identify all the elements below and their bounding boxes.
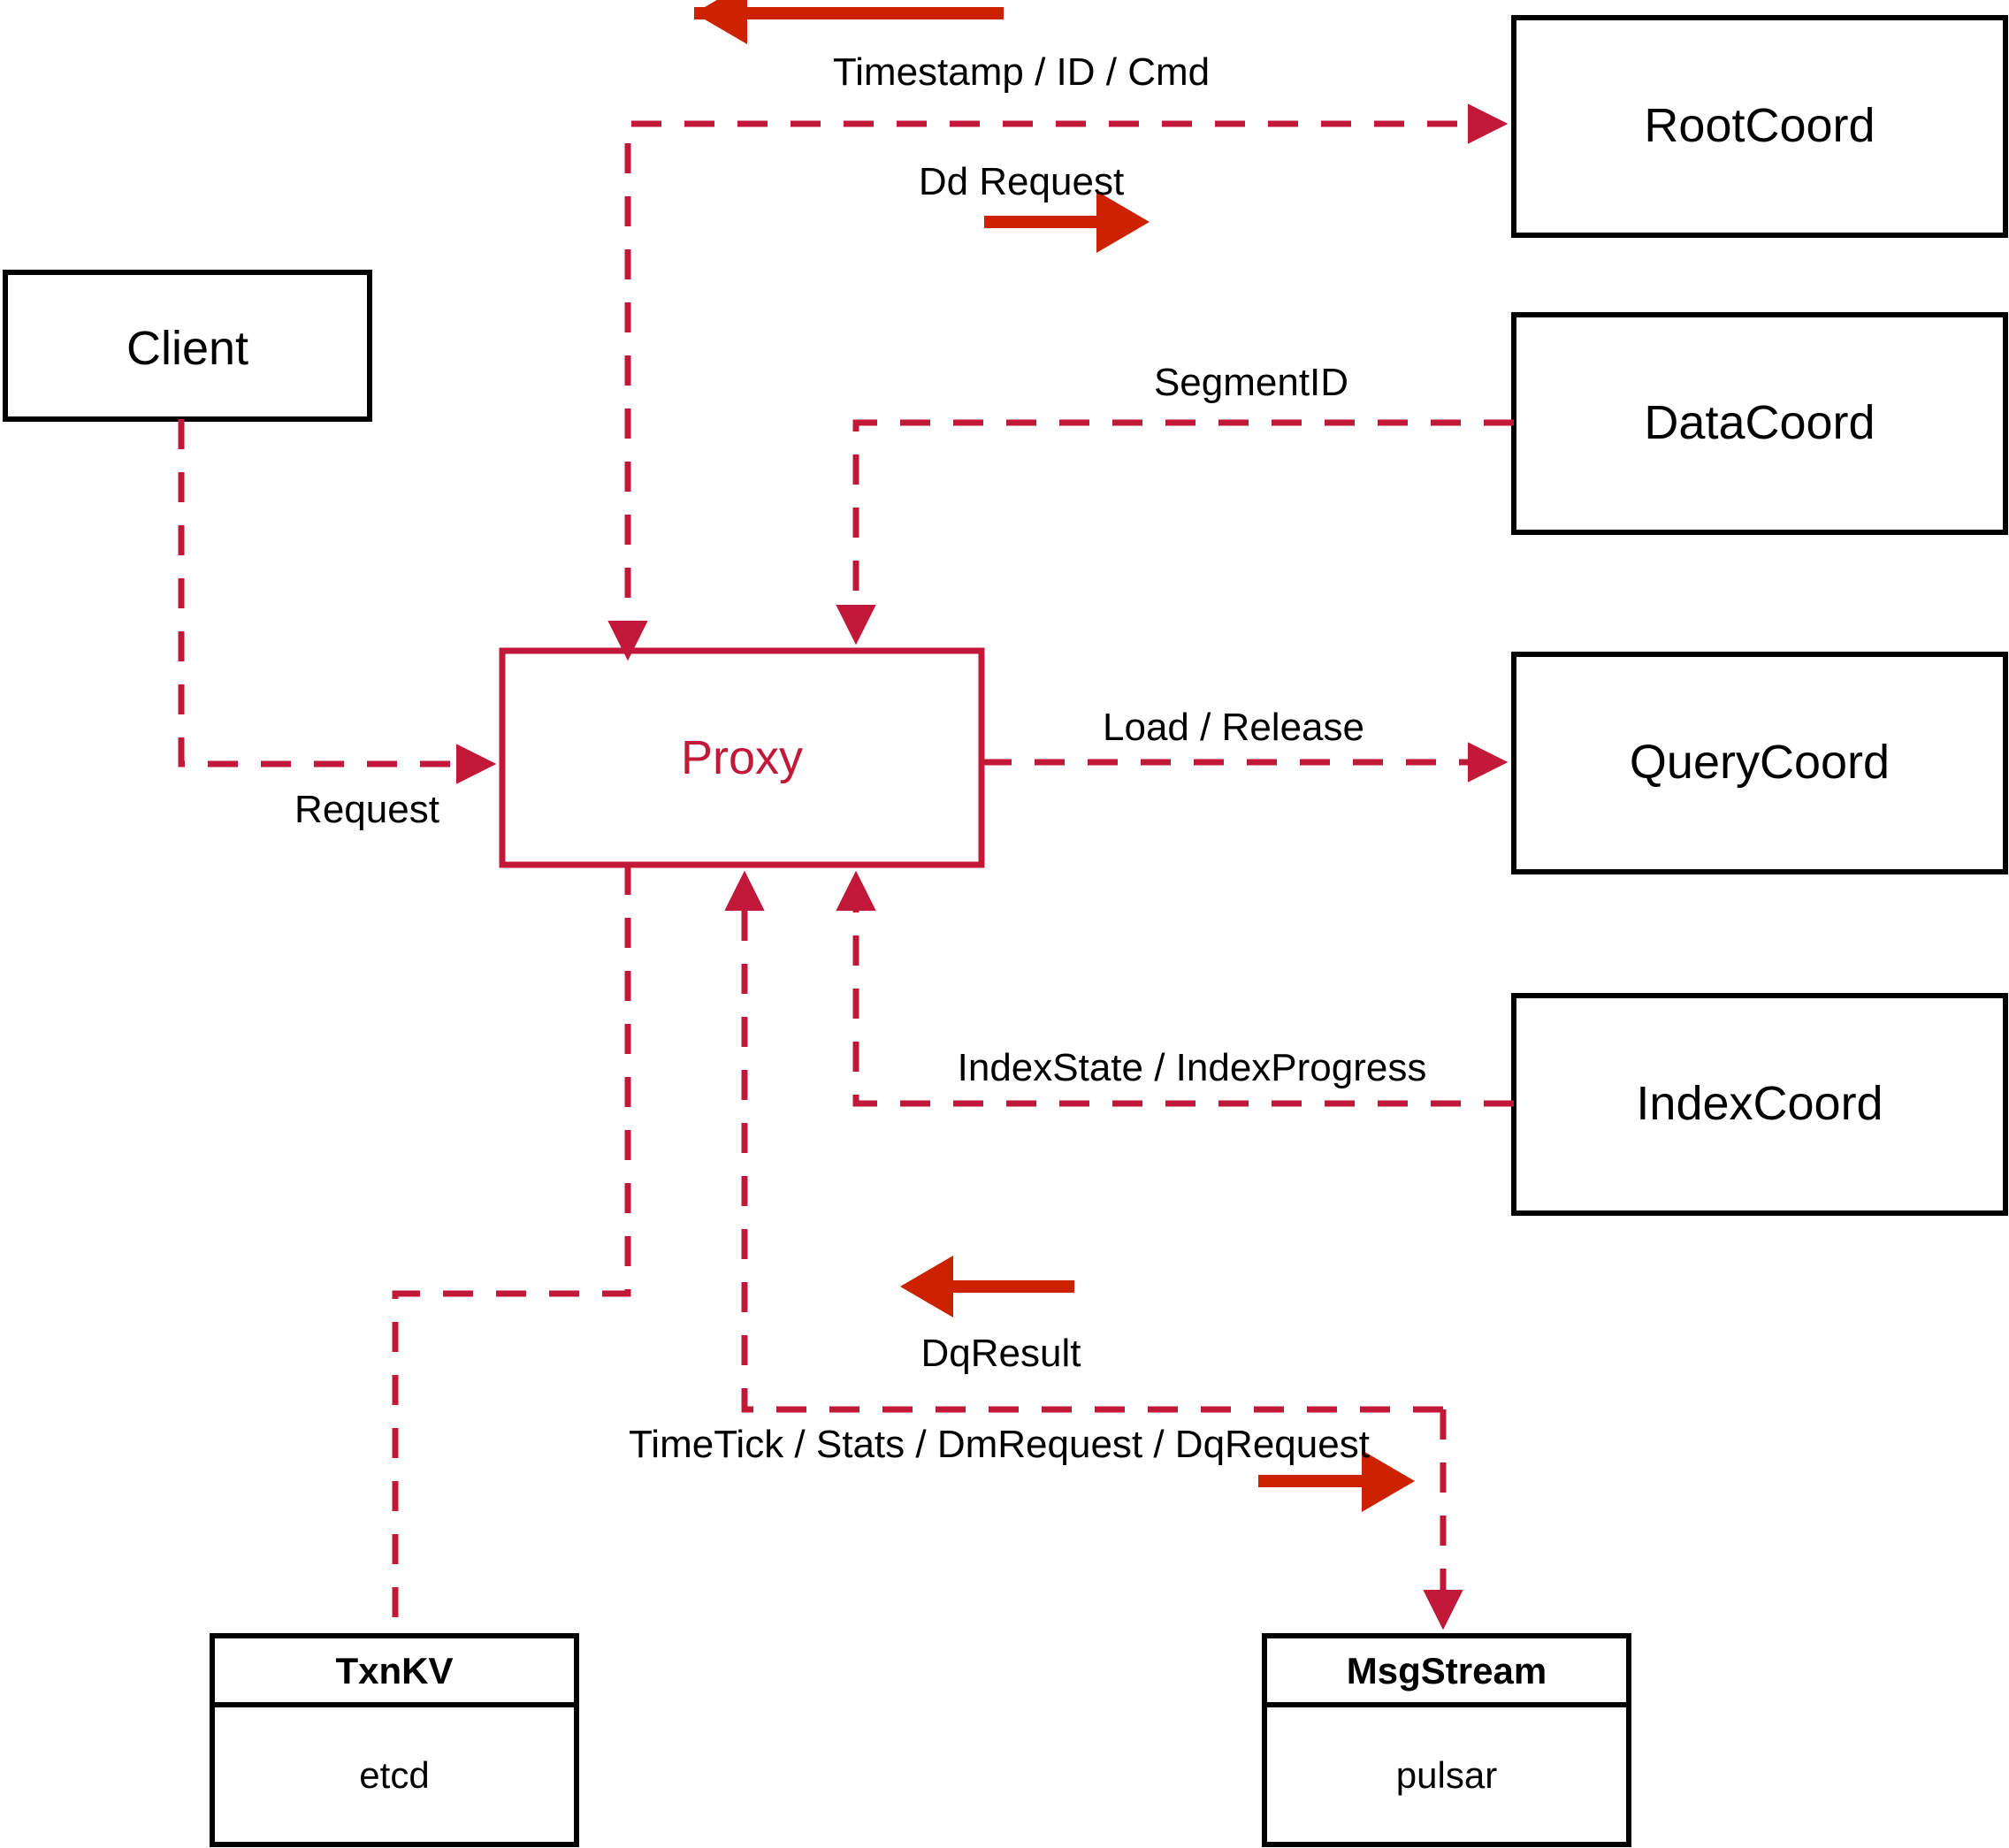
node-datacoord[interactable]: DataCoord (1511, 312, 2008, 535)
node-indexcoord-label: IndexCoord (1636, 1077, 1883, 1130)
edge-indexcoord-proxy (836, 870, 1514, 1107)
node-client[interactable]: Client (3, 270, 372, 422)
node-msgstream[interactable]: MsgStream pulsar (1262, 1633, 1631, 1847)
edge-msgstream-proxy (724, 870, 1443, 1413)
node-querycoord-label: QueryCoord (1630, 736, 1890, 789)
node-rootcoord[interactable]: RootCoord (1511, 15, 2008, 238)
direction-arrow-left-dqresult (900, 1256, 1074, 1317)
node-querycoord[interactable]: QueryCoord (1511, 652, 2008, 874)
node-msgstream-title: MsgStream (1347, 1650, 1547, 1691)
edge-label-load-release: Load / Release (1103, 706, 1364, 749)
edge-client-proxy (178, 419, 497, 784)
node-txnkv-title: TxnKV (335, 1650, 453, 1691)
node-proxy[interactable]: Proxy (499, 647, 985, 868)
edge-label-timetick-stats-dmrequest-dqrequest: TimeTick / Stats / DmRequest / DqRequest (629, 1423, 1370, 1466)
node-proxy-label: Proxy (681, 731, 803, 784)
node-rootcoord-label: RootCoord (1644, 99, 1875, 152)
direction-arrow-left-timestamp (694, 0, 1004, 44)
direction-arrow-right-dqrequest (1258, 1450, 1415, 1512)
node-datacoord-label: DataCoord (1644, 396, 1875, 449)
edge-label-request: Request (294, 788, 439, 831)
node-client-label: Client (126, 322, 248, 375)
edge-proxy-txnkv (392, 865, 631, 1636)
edge-label-timestamp-id-cmd: Timestamp / ID / Cmd (833, 50, 1210, 94)
edge-label-dd-request: Dd Request (919, 160, 1124, 203)
direction-arrow-right-ddrequest (984, 191, 1150, 253)
edge-datacoord-proxy (836, 419, 1514, 645)
node-txnkv-body: etcd (359, 1754, 429, 1796)
edge-label-segmentid: SegmentID (1154, 361, 1348, 404)
node-indexcoord[interactable]: IndexCoord (1511, 993, 2008, 1216)
edge-label-dqresult: DqResult (921, 1332, 1081, 1375)
node-txnkv[interactable]: TxnKV etcd (210, 1633, 579, 1847)
node-msgstream-body: pulsar (1396, 1754, 1497, 1796)
edge-label-indexstate-indexprogress: IndexState / IndexProgress (958, 1046, 1427, 1089)
edge-proxy-rootcoord (607, 103, 1509, 661)
